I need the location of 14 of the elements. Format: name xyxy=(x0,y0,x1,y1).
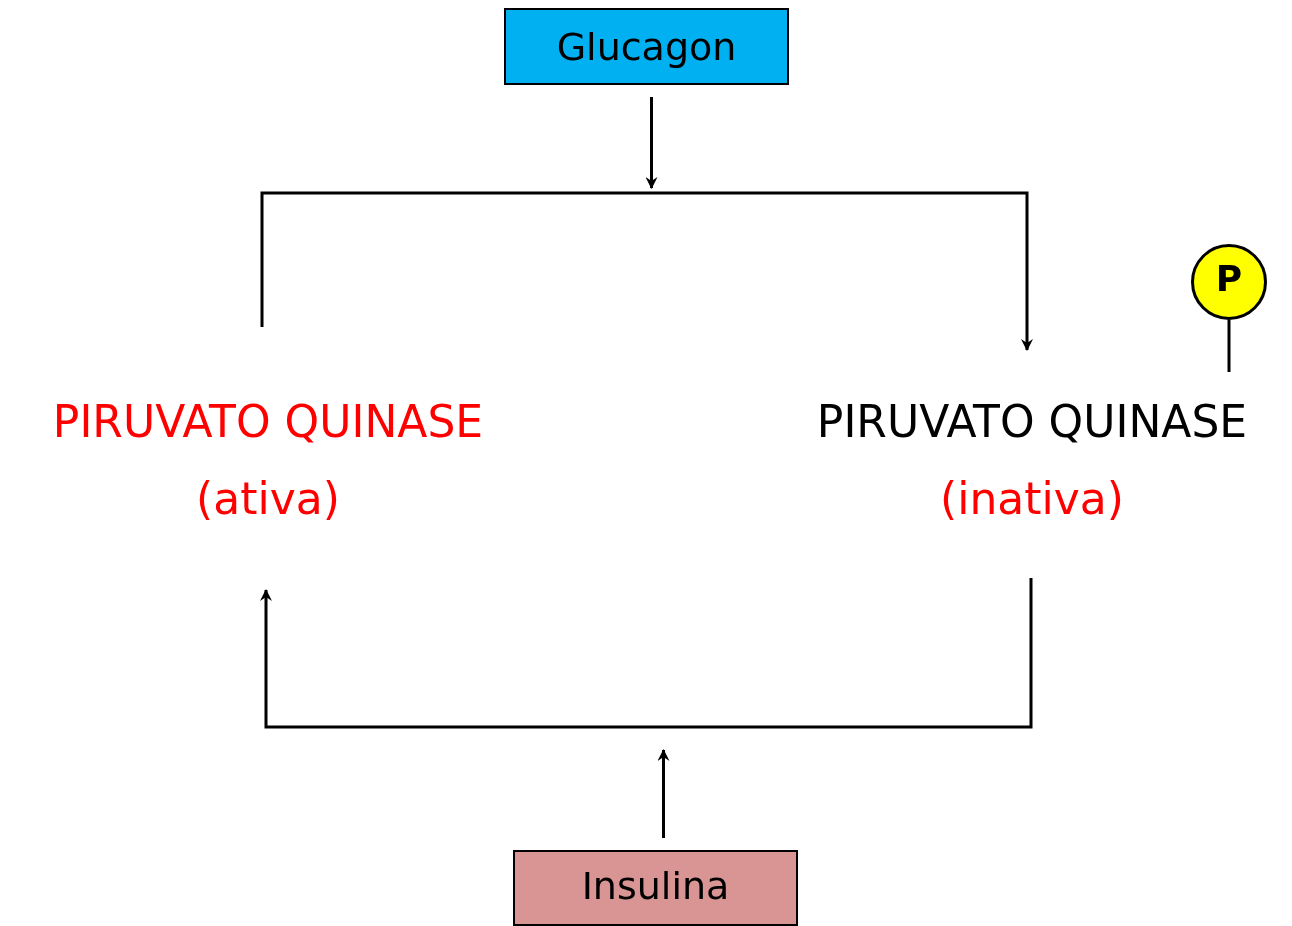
arrow xyxy=(260,191,1033,351)
node-title: P xyxy=(1214,261,1244,297)
connector-line xyxy=(1227,320,1231,372)
node-title: Glucagon xyxy=(555,28,738,66)
node-title: PIRUVATO QUINASE xyxy=(51,400,485,444)
hormone-box xyxy=(513,850,798,926)
node-title: PIRUVATO QUINASE xyxy=(815,400,1249,444)
arrow xyxy=(645,97,658,189)
state-label: (inativa) xyxy=(939,477,1125,521)
node-title: Insulina xyxy=(580,867,731,905)
arrow xyxy=(260,578,1033,729)
hormone-box xyxy=(504,8,789,85)
arrow xyxy=(657,749,670,838)
state-label: (ativa) xyxy=(195,477,341,521)
